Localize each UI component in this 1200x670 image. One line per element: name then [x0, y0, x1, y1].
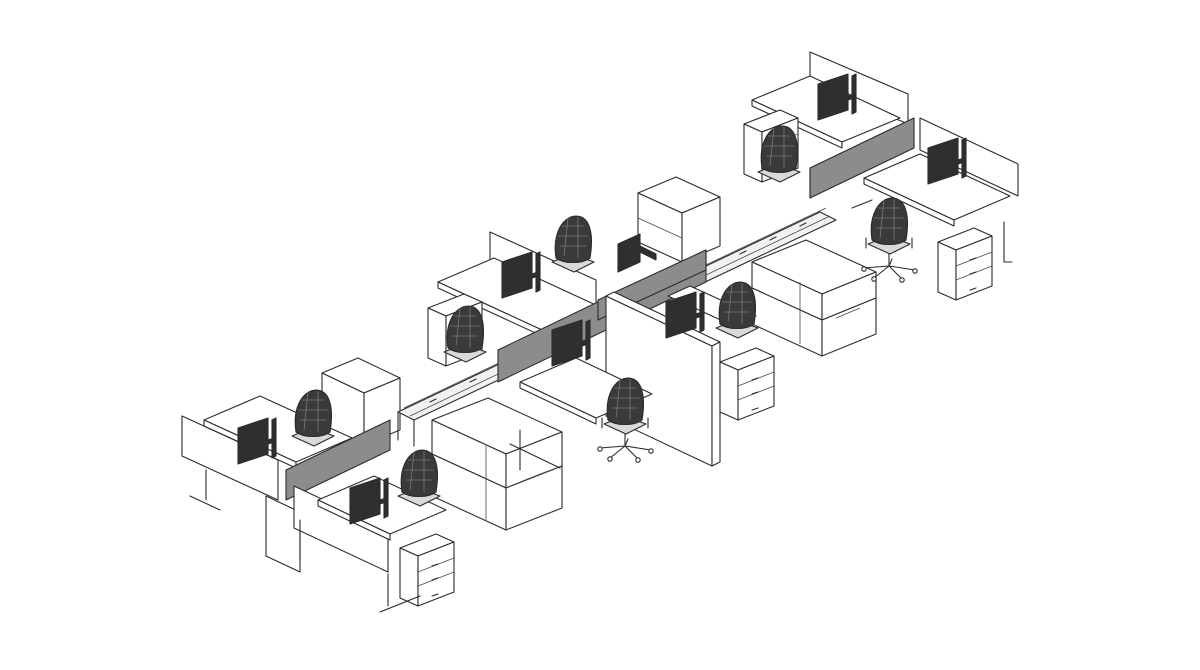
workstation-front-left-back: [181, 389, 391, 511]
workstation-far-right: [851, 117, 1019, 301]
workstation-middle-front: [509, 281, 775, 471]
storage-cabinets: [321, 176, 877, 531]
workstation-front-left-front: [265, 449, 455, 613]
workstation-back-right: [743, 51, 915, 199]
